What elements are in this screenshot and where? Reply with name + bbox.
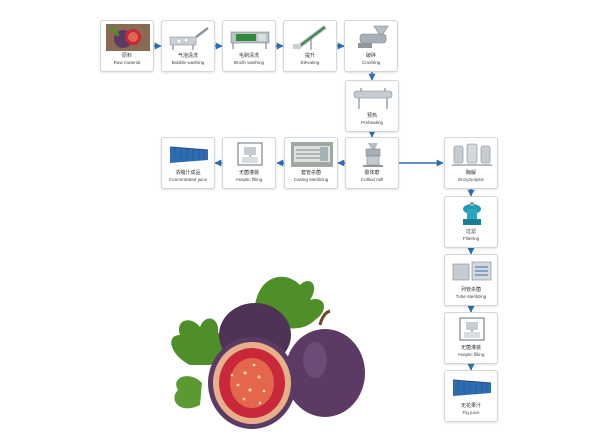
node-enzymolysis: 酶解 Enzymolysis xyxy=(444,137,498,189)
tube-preheater-icon xyxy=(351,84,395,111)
node-label-en: Colloid mill xyxy=(360,176,384,182)
node-label-en: Tube sterilizing xyxy=(455,293,487,299)
casing-sterilizer-icon xyxy=(290,141,334,168)
node-filtering: 过滤 Filtering xyxy=(444,196,498,248)
fig-photo-icon xyxy=(106,24,150,51)
colloid-mill-icon xyxy=(351,141,395,168)
node-label-en: Bubble washing xyxy=(171,59,205,65)
aseptic-filler-icon xyxy=(228,141,272,168)
node-label-en: Aseptic filling xyxy=(235,176,263,182)
whole-fig-icon xyxy=(285,309,365,417)
node-label-zh: 套管杀菌 xyxy=(300,170,321,176)
crusher-icon xyxy=(350,24,394,51)
node-label-zh: 破碎 xyxy=(365,53,376,59)
node-bubble-washing: 气泡清洗 Bubble washing xyxy=(161,20,215,72)
elevator-conveyor-icon xyxy=(289,24,333,51)
node-label-en: Brush washing xyxy=(233,59,265,65)
node-label-zh: 无菌灌装 xyxy=(460,345,481,351)
node-label-zh: 酶解 xyxy=(465,170,476,176)
cut-fig-icon xyxy=(208,337,296,429)
node-label-zh: 毛刷清洗 xyxy=(238,53,259,59)
node-elevating: 提升 Elevating xyxy=(283,20,337,72)
brush-washer-icon xyxy=(228,24,272,51)
node-label-zh: 气泡清洗 xyxy=(177,53,198,59)
node-label-en: Crushing xyxy=(361,59,381,65)
node-label-en: Elevating xyxy=(300,59,320,65)
juice-containers-icon xyxy=(167,141,211,168)
node-label-zh: 无花果汁 xyxy=(460,403,481,409)
node-raw-material: 原料 Raw material xyxy=(100,20,154,72)
enzyme-tanks-icon xyxy=(450,141,494,168)
fig-illustration xyxy=(171,276,365,429)
node-aseptic-filling-2: 无菌灌装 Aseptic filling xyxy=(444,312,498,364)
node-label-en: Casing sterilizing xyxy=(293,176,329,182)
node-fig-juice: 无花果汁 Fig juice xyxy=(444,370,498,422)
node-aseptic-filling: 无菌灌装 Aseptic filling xyxy=(222,137,276,189)
node-label-en: Raw material xyxy=(113,59,141,65)
node-label-en: Aseptic filling xyxy=(457,351,485,357)
node-label-en: Enzymolysis xyxy=(458,176,484,182)
node-label-zh: 提升 xyxy=(304,53,315,59)
node-brush-washing: 毛刷清洗 Brush washing xyxy=(222,20,276,72)
bubble-washer-icon xyxy=(167,24,211,51)
node-label-zh: 预热 xyxy=(366,113,377,119)
juice-containers-icon xyxy=(450,374,494,401)
separator-icon xyxy=(450,200,494,227)
node-label-en: Concentrated juice xyxy=(168,176,208,182)
node-label-en: Preheating xyxy=(360,119,384,125)
node-casing-sterilizing: 套管杀菌 Casing sterilizing xyxy=(284,137,338,189)
node-label-zh: 列管杀菌 xyxy=(460,287,481,293)
node-label-zh: 浓缩汁成品 xyxy=(175,170,201,176)
tube-sterilizer-icon xyxy=(450,258,494,285)
node-label-zh: 无菌灌装 xyxy=(238,170,259,176)
node-label-zh: 过滤 xyxy=(465,229,476,235)
node-colloid-mill: 胶体磨 Colloid mill xyxy=(345,137,399,189)
node-crushing: 破碎 Crushing xyxy=(344,20,398,72)
node-label-en: Filtering xyxy=(462,235,480,241)
node-label-zh: 原料 xyxy=(121,53,132,59)
node-concentrated-juice: 浓缩汁成品 Concentrated juice xyxy=(161,137,215,189)
node-label-en: Fig juice xyxy=(462,409,480,415)
node-label-zh: 胶体磨 xyxy=(364,170,380,176)
node-preheating: 预热 Preheating xyxy=(345,80,399,132)
aseptic-filler-icon xyxy=(450,316,494,343)
node-tube-sterilizing: 列管杀菌 Tube sterilizing xyxy=(444,254,498,306)
